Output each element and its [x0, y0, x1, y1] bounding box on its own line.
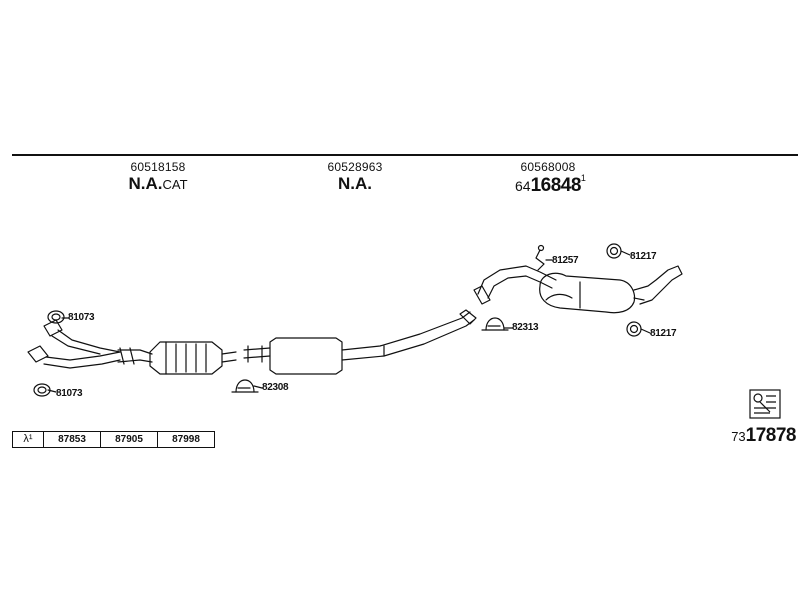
- section-2-name: N.A.: [285, 174, 425, 194]
- top-rule: [12, 154, 798, 156]
- middle-silencer-icon: [243, 309, 477, 375]
- lambda-sensor-table: λ¹ 87853 87905 87998: [12, 431, 215, 448]
- rear-silencer-icon: [473, 265, 683, 314]
- exhaust-manifold-downpipe-icon: [27, 319, 153, 369]
- hanger-icon: [535, 244, 545, 271]
- bottom-ref-prefix: 73: [731, 429, 746, 444]
- section-2-part-number: 60528963: [327, 160, 383, 174]
- lambda-symbol: λ¹: [23, 433, 33, 445]
- section-1-name: N.A.CAT: [88, 174, 228, 194]
- section-2-name-bold: N.A.: [338, 174, 372, 193]
- clamp-rear-label: 82313: [512, 322, 539, 333]
- gasket-ring-icon: [33, 310, 65, 397]
- gasket-top-left-label: 81073: [68, 312, 95, 323]
- hanger-rear-label: 81257: [552, 255, 579, 266]
- u-clamp-icon: [231, 317, 509, 393]
- section-1-part-number: 60518158: [130, 160, 186, 174]
- section-3-part-number: 60568008: [520, 160, 576, 174]
- ring-bottom-right-label: 81217: [650, 328, 677, 339]
- section-1-name-suffix: CAT: [162, 177, 188, 192]
- ring-top-right-label: 81217: [630, 251, 657, 262]
- section-1-name-bold: N.A.: [128, 174, 163, 193]
- gasket-bottom-left-label: 81073: [56, 388, 83, 399]
- catalytic-converter-icon: [149, 341, 237, 375]
- lambda-value-2: 87905: [100, 432, 157, 447]
- installation-notes-icon: [749, 389, 781, 419]
- section-3-ref-main: 16848: [530, 175, 582, 196]
- lambda-value-3: 87998: [157, 432, 214, 447]
- section-3-reference: 64168481: [515, 173, 586, 197]
- clamp-front-label: 82308: [262, 382, 289, 393]
- bottom-ref-main: 17878: [745, 425, 797, 446]
- section-3-ref-sup: 1: [580, 173, 586, 183]
- section-3-ref-prefix: 64: [515, 178, 531, 194]
- lambda-value-1: 87853: [43, 432, 100, 447]
- bottom-reference: 7317878: [731, 425, 796, 447]
- gasket-ring-icon: [606, 243, 642, 337]
